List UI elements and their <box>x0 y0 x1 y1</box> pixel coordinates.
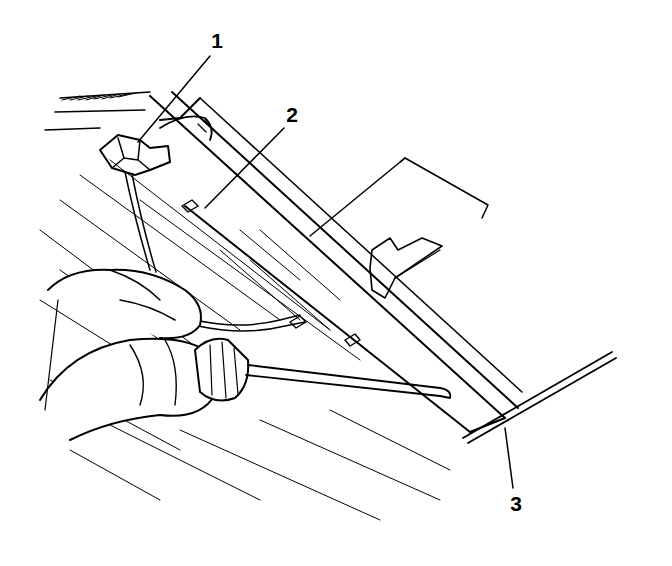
callout-number: 1 <box>209 30 225 51</box>
callout-number: 2 <box>284 104 300 125</box>
leader-line <box>505 428 513 488</box>
callout-number: 3 <box>508 493 524 514</box>
leader-line <box>205 128 284 208</box>
leader-line <box>138 56 210 142</box>
